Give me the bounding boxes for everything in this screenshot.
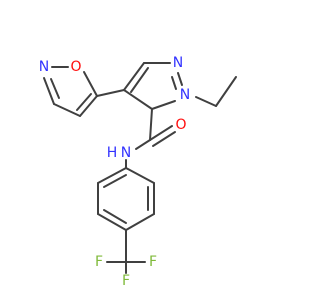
molecule-structure: N O N N O N H F F F (39, 55, 237, 289)
bond-c5-c4-isoxazole-double (76, 93, 92, 111)
bond-carbonyl-o (149, 125, 173, 141)
bond-n2-n1-pyrazole-double (171, 76, 177, 90)
atom-h-amide: H (107, 145, 118, 161)
bond-c4-c3-pyrazole-double (130, 67, 149, 93)
bond-c5-c4-isoxazole (79, 95, 98, 117)
bonds (43, 62, 237, 274)
bond-o-c5-isoxazole (83, 71, 98, 97)
bond-isoxazole-pyrazole (96, 89, 125, 97)
bond-c4-c3-isoxazole (53, 103, 81, 117)
bond-c3-n-isoxazole-double (50, 78, 60, 99)
atom-f-right: F (149, 254, 157, 270)
bond-ph-c6-c1 (97, 167, 127, 184)
bond-c4-c3-pyrazole (123, 62, 145, 91)
bond-n2-n1-pyrazole (177, 72, 183, 86)
bond-ethyl-ch2-ch3 (215, 76, 237, 107)
bond-carbonyl-n (135, 139, 151, 150)
atom-n-pyrazole-top: N (173, 55, 183, 71)
bond-n1-ethyl-ch2 (195, 96, 217, 107)
atom-f-left: F (95, 254, 103, 270)
atom-f-bottom: F (122, 273, 130, 289)
bond-ph-c1-c2 (125, 167, 155, 184)
atom-labels: N O N N O N H F F F (39, 55, 190, 289)
atom-o-carbonyl: O (175, 117, 186, 133)
bond-n1-c5-pyrazole (151, 100, 176, 110)
bond-carbonyl-o-double (152, 131, 176, 147)
bond-ph-c6-c1-double (103, 174, 127, 188)
bond-c5-c4-pyrazole (123, 89, 153, 110)
bond-ph-c4-c5 (97, 213, 127, 231)
bond-c3-n-isoxazole (43, 77, 55, 105)
bond-c5-carbonyl (149, 108, 153, 141)
atom-n-amide: N (121, 145, 131, 161)
bond-ph-c3-c4 (125, 213, 155, 231)
atom-n-pyrazole-ethyl: N (180, 87, 190, 103)
atom-n-isoxazole: N (39, 59, 49, 75)
bond-ph-c4-c5-double (103, 209, 127, 224)
atom-o-isoxazole: O (70, 59, 81, 75)
